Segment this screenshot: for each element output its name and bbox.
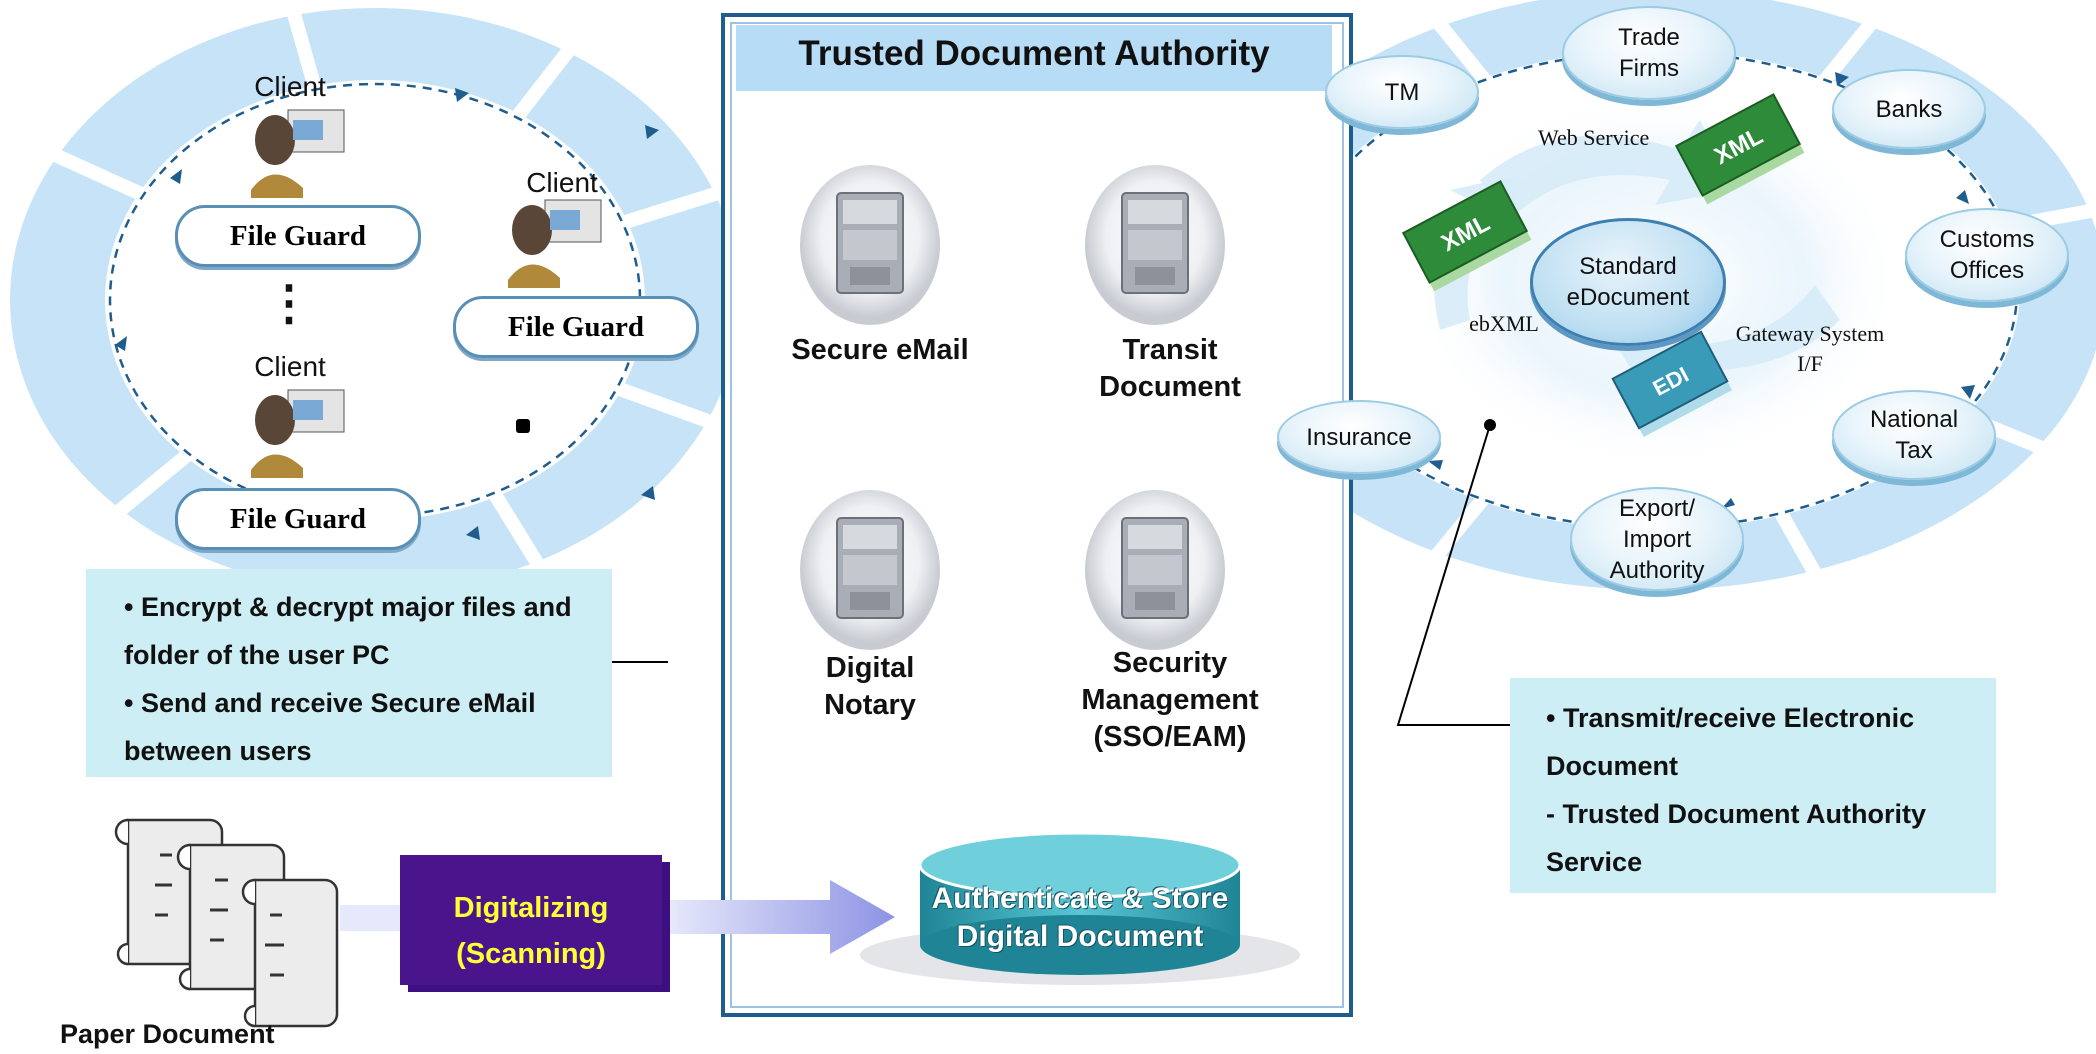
file-guard-button[interactable]: File Guard [175,488,421,550]
right-bullet: - Trusted Document Authority Service [1546,799,1927,877]
web-service-label: Web Service [1538,125,1650,150]
left-bullet: • Send and receive Secure eMail between … [124,688,536,766]
left-bullet: • Encrypt & decrypt major files and fold… [124,592,572,670]
right-bullet: • Transmit/receive Electronic Document [1546,703,1915,781]
xml-book-icons: XML XML EDI [1401,93,1805,438]
service-secure-email: Secure eMail [791,334,969,366]
node-standard-edocument: Standard eDocument [1530,218,1726,346]
paper-document-label: Paper Document [60,1019,275,1049]
connector-lines [610,424,1545,726]
file-guard-button[interactable]: File Guard [175,205,421,267]
gateway-label: Gateway System I/F [1735,321,1885,376]
user-figures [251,109,602,478]
panel-title: Trusted Document Authority [798,34,1270,73]
right-info-box: • Transmit/receive Electronic Document -… [1510,678,1996,893]
more-clients-ellipsis: ⋮ [265,277,313,330]
digitalizing-box: Digitalizing (Scanning) [453,892,609,970]
client-label: Client [254,71,326,102]
node-tm: TM [1325,55,1479,129]
left-info-box: • Encrypt & decrypt major files and fold… [86,569,612,777]
file-guard-button[interactable]: File Guard [453,296,699,358]
ebxml-label: ebXML [1469,311,1539,336]
node-insurance: Insurance [1277,400,1441,474]
digitalize-arrows [340,855,895,992]
paper-documents [114,818,339,1028]
node-customs-offices: Customs Offices [1905,208,2069,302]
node-national-tax: National Tax [1832,390,1996,480]
service-transit-document: Transit Document [1099,334,1241,403]
service-digital-notary: Digital Notary [824,652,916,721]
storage-label: Authenticate & Store Digital Document [931,882,1229,953]
node-trade-firms: Trade Firms [1562,6,1736,100]
node-export-import-authority: Export/ Import Authority [1570,487,1744,591]
left-ring [0,0,763,604]
storage-cylinder [860,831,1300,985]
service-security-management: Security Management (SSO/EAM) [1081,647,1259,753]
server-icons [800,165,1225,650]
node-banks: Banks [1832,69,1986,149]
client-label: Client [254,351,326,382]
client-label: Client [526,167,598,198]
